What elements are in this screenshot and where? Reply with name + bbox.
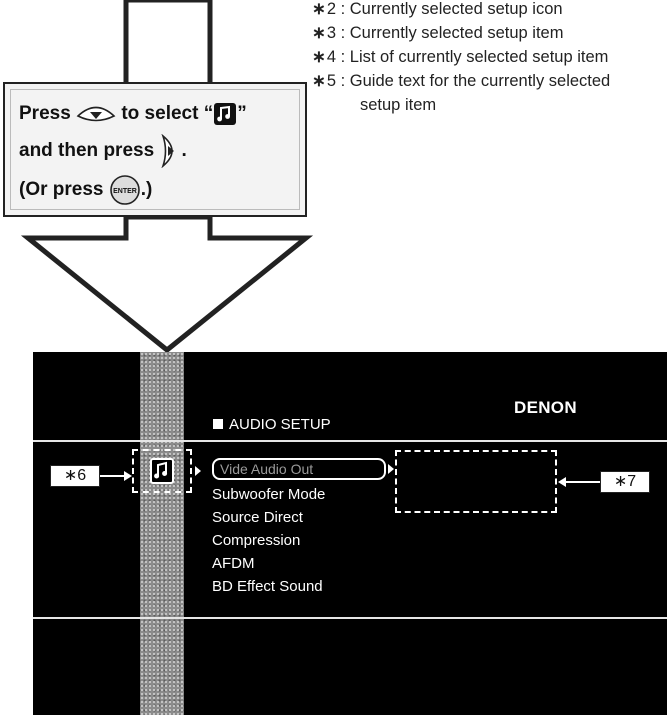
menu-item[interactable]: Subwoofer Mode (212, 486, 326, 503)
instruction-line-2: and then press . (19, 134, 187, 168)
enter-button-icon: ENTER (109, 175, 140, 205)
icon-cursor-arrow (195, 466, 201, 476)
note-3: ∗3 : Currently selected setup item (312, 24, 564, 42)
cursor-down-button-icon (76, 106, 116, 122)
note-2: ∗2 : Currently selected setup icon (312, 0, 563, 18)
square-bullet-icon (213, 419, 223, 429)
menu-item[interactable]: BD Effect Sound (212, 578, 323, 595)
note-5-continued: setup item (360, 96, 437, 114)
top-divider (33, 440, 667, 442)
instruction-inner-frame (10, 89, 300, 210)
menu-item[interactable]: AFDM (212, 555, 255, 572)
note-5: ∗5 : Guide text for the currently select… (312, 72, 611, 90)
section-title: AUDIO SETUP (213, 416, 331, 433)
setup-screen: DENON AUDIO SETUP Vide Audio Out Subwoof… (33, 352, 667, 715)
note-4: ∗4 : List of currently selected setup it… (312, 48, 609, 66)
menu-item[interactable]: Source Direct (212, 509, 303, 526)
callout-6-label: ∗6 (50, 465, 100, 487)
instruction-line-3: (Or press ENTER .) (19, 174, 152, 206)
instruction-box: Press to select “ ” and then press . (Or… (3, 82, 307, 217)
callout-7-label: ∗7 (600, 471, 650, 493)
audio-setup-icon (214, 103, 237, 125)
svg-text:ENTER: ENTER (113, 188, 137, 195)
brand-logo: DENON (514, 398, 577, 417)
guide-text-dashed-box (395, 450, 557, 513)
menu-item-selected[interactable]: Vide Audio Out (212, 458, 386, 480)
music-note-icon (154, 461, 168, 479)
cursor-right-button-icon (161, 134, 175, 168)
selected-item-cursor-arrow (388, 464, 394, 474)
callout-6-dashed-box (132, 449, 192, 493)
audio-setup-screen-icon[interactable] (150, 458, 174, 484)
menu-item[interactable]: Compression (212, 532, 301, 549)
instruction-line-1: Press to select “ ” (19, 103, 247, 125)
icon-column-stripe (140, 352, 184, 715)
bottom-divider (33, 617, 667, 619)
